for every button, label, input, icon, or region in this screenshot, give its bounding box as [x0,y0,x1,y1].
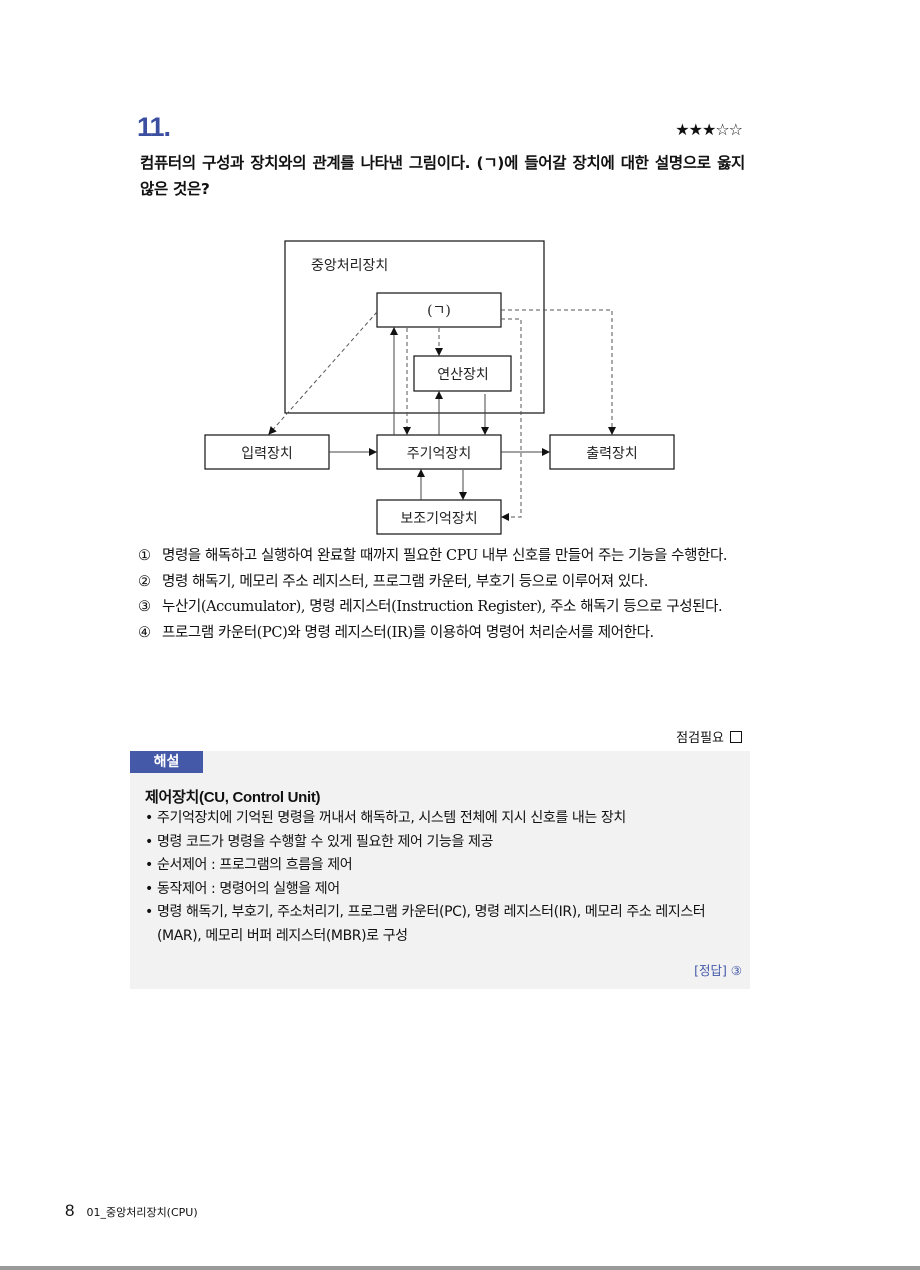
bottom-divider [0,1266,920,1270]
list-item-text: 동작제어 : 명령어의 실행을 제어 [157,880,340,897]
explanation-box: 해설 제어장치(CU, Control Unit) •주기억장치에 기억된 명령… [130,751,750,989]
storage-label: 보조기억장치 [400,511,477,527]
choice-2[interactable]: ② 명령 해독기, 메모리 주소 레지스터, 프로그램 카운터, 부호기 등으로 … [138,570,743,596]
choice-text: 명령 해독기, 메모리 주소 레지스터, 프로그램 카운터, 부호기 등으로 이… [162,573,648,590]
choice-number: ② [138,573,151,590]
list-item: •동작제어 : 명령어의 실행을 제어 [145,878,745,902]
list-item-text: 순서제어 : 프로그램의 흐름을 제어 [157,857,353,873]
choice-3[interactable]: ③ 누산기(Accumulator), 명령 레지스터(Instruction R… [138,595,743,621]
choice-text: 프로그램 카운터(PC)와 명령 레지스터(IR)를 이용하여 명령어 처리순서… [162,624,654,641]
choice-number: ① [138,548,151,564]
choice-number: ④ [138,624,151,641]
list-item-text: 주기억장치에 기억된 명령을 꺼내서 해독하고, 시스템 전체에 지시 신호를 … [157,810,626,826]
explanation-heading: 제어장치(CU, Control Unit) [145,789,321,806]
list-item: •명령 코드가 명령을 수행할 수 있게 필요한 제어 기능을 제공 [145,831,745,855]
alu-box [413,355,512,392]
choice-text: 명령을 해독하고 실행하여 완료할 때까지 필요한 CPU 내부 신호를 만들어… [162,548,728,564]
list-item-text: 명령 해독기, 부호기, 주소처리기, 프로그램 카운터(PC), 명령 레지스… [157,904,706,944]
choice-4[interactable]: ④ 프로그램 카운터(PC)와 명령 레지스터(IR)를 이용하여 명령어 처리순… [138,621,743,647]
computer-structure-diagram: 중앙처리장치 (ㄱ) 연산장치 입력장치 주기억장치 출력장치 보조기억장치 [204,240,675,535]
explanation-tab: 해설 [130,751,203,773]
review-needed-label: 점검필요 [676,731,724,746]
chapter-title: 01_중앙처리장치(CPU) [86,1206,198,1219]
question-text: 컴퓨터의 구성과 장치와의 관계를 나타낸 그림이다. (ㄱ)에 들어갈 장치에… [140,154,745,198]
blank-label: (ㄱ) [427,303,451,319]
input-label: 입력장치 [241,446,293,462]
answer-choices: ① 명령을 해독하고 실행하여 완료할 때까지 필요한 CPU 내부 신호를 만들… [138,544,743,646]
list-item: •주기억장치에 기억된 명령을 꺼내서 해독하고, 시스템 전체에 지시 신호를… [145,807,745,831]
question-number: 11. [137,112,171,142]
list-item: •순서제어 : 프로그램의 흐름을 제어 [145,854,745,878]
alu-label: 연산장치 [437,367,489,383]
choice-text: 누산기(Accumulator), 명령 레지스터(Instruction Re… [162,599,723,615]
explanation-list: •주기억장치에 기억된 명령을 꺼내서 해독하고, 시스템 전체에 지시 신호를… [145,807,745,948]
page-number: 8 [65,1201,75,1220]
difficulty-stars: ★★★☆☆ [675,120,743,139]
output-label: 출력장치 [586,446,638,462]
choice-number: ③ [138,599,151,615]
storage-box [376,499,502,535]
correct-answer: [정답] ③ [694,963,742,978]
cpu-label: 중앙처리장치 [311,258,388,274]
solid-arrows [329,327,550,500]
checkbox-icon[interactable] [730,730,742,743]
review-needed-checkbox[interactable]: 점검필요 [676,727,742,746]
page-footer: 8 01_중앙처리장치(CPU) [65,1201,198,1221]
list-item: •명령 해독기, 부호기, 주소처리기, 프로그램 카운터(PC), 명령 레지… [145,901,745,948]
blank-box [376,292,502,328]
cpu-box [284,240,545,414]
choice-1[interactable]: ① 명령을 해독하고 실행하여 완료할 때까지 필요한 CPU 내부 신호를 만들… [138,544,743,570]
control-signal-arrows [268,309,616,521]
memory-label: 주기억장치 [407,446,471,462]
list-item-text: 명령 코드가 명령을 수행할 수 있게 필요한 제어 기능을 제공 [157,833,493,850]
output-box [549,434,675,470]
